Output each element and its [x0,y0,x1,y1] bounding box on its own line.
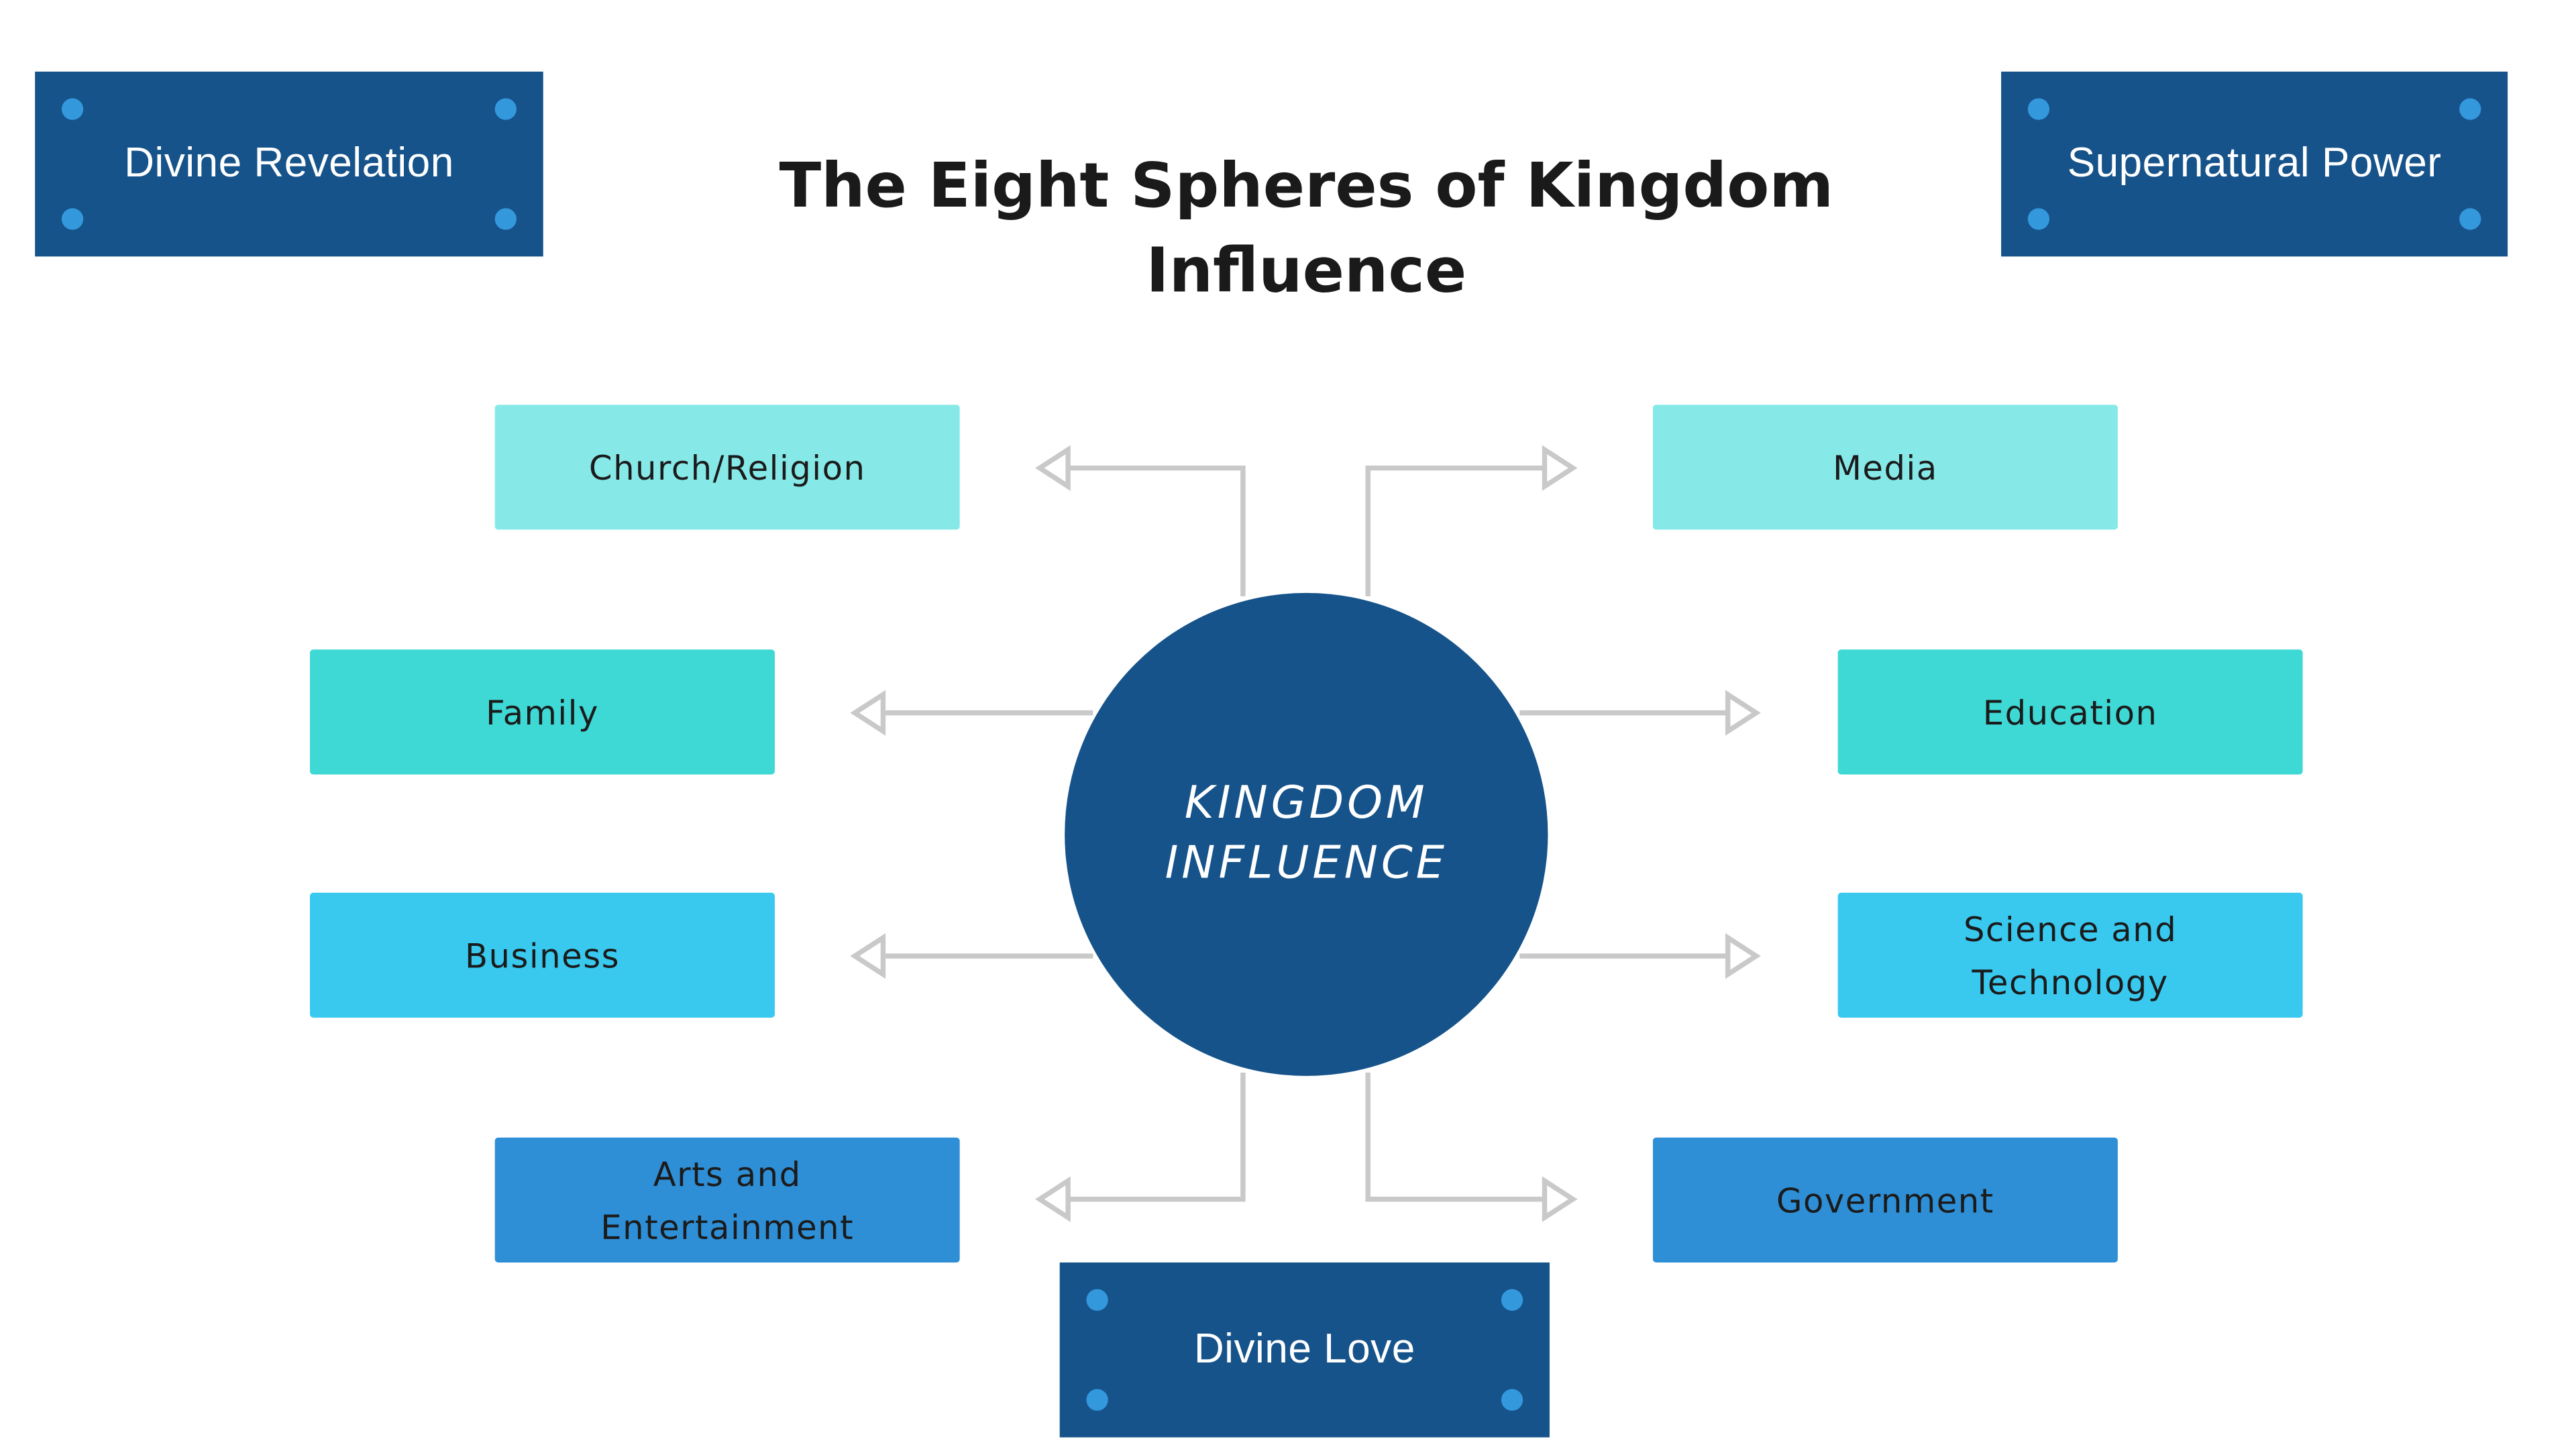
plaque-label: Divine Revelation [124,140,454,187]
rivet-dot [2027,98,2050,120]
connector-church-religion [1053,465,1246,596]
diagram-title: The Eight Spheres of Kingdom Influence [779,150,1834,307]
sphere-education: Education [1837,649,2303,775]
sphere-label: Science and Technology [1964,908,2178,1002]
rivet-dot [2459,208,2481,230]
sphere-arts-entertainment: Arts and Entertainment [494,1137,960,1263]
sphere-label: Business [464,935,620,975]
plaque-divine-love: Divine Love [1059,1262,1550,1438]
arrowhead-government [1542,1176,1578,1222]
arrowhead-science-technology [1725,932,1761,979]
arrowhead-business [850,932,886,979]
rivet-dot [61,208,84,230]
sphere-science-technology: Science and Technology [1837,892,2303,1018]
rivet-dot [494,98,517,120]
plaque-divine-revelation: Divine Revelation [35,71,543,257]
arrowhead-education [1725,690,1761,736]
plaque-label: Divine Love [1193,1326,1415,1373]
center-hub-circle: KINGDOM INFLUENCE [1065,592,1548,1076]
connector-government [1365,1072,1560,1202]
arrowhead-family [850,690,886,736]
sphere-label: Media [1833,447,1938,488]
sphere-media: Media [1652,405,2118,530]
arrowhead-church-religion [1035,445,1071,491]
plaque-label: Supernatural Power [2067,140,2442,187]
plaque-supernatural-power: Supernatural Power [2001,71,2508,257]
arrowhead-media [1542,445,1578,491]
rivet-dot [2027,208,2050,230]
rivet-dot [494,208,517,230]
connector-media [1365,465,1560,596]
rivet-dot [1501,1289,1523,1311]
rivet-dot [1501,1389,1523,1411]
sphere-business: Business [309,892,775,1018]
rivet-dot [2459,98,2481,120]
connector-arts-entertainment [1053,1072,1246,1202]
rivet-dot [1086,1389,1108,1411]
sphere-label: Family [486,692,599,733]
center-label: KINGDOM INFLUENCE [1165,777,1448,890]
sphere-label: Church/Religion [588,447,866,488]
rivet-dot [61,98,84,120]
rivet-dot [1086,1289,1108,1311]
sphere-label: Education [1982,692,2158,733]
sphere-label: Arts and Entertainment [600,1153,855,1247]
sphere-label: Government [1776,1180,1994,1220]
sphere-family: Family [309,649,775,775]
sphere-church-religion: Church/Religion [494,405,960,530]
sphere-government: Government [1652,1137,2118,1263]
arrowhead-arts-entertainment [1035,1176,1071,1222]
